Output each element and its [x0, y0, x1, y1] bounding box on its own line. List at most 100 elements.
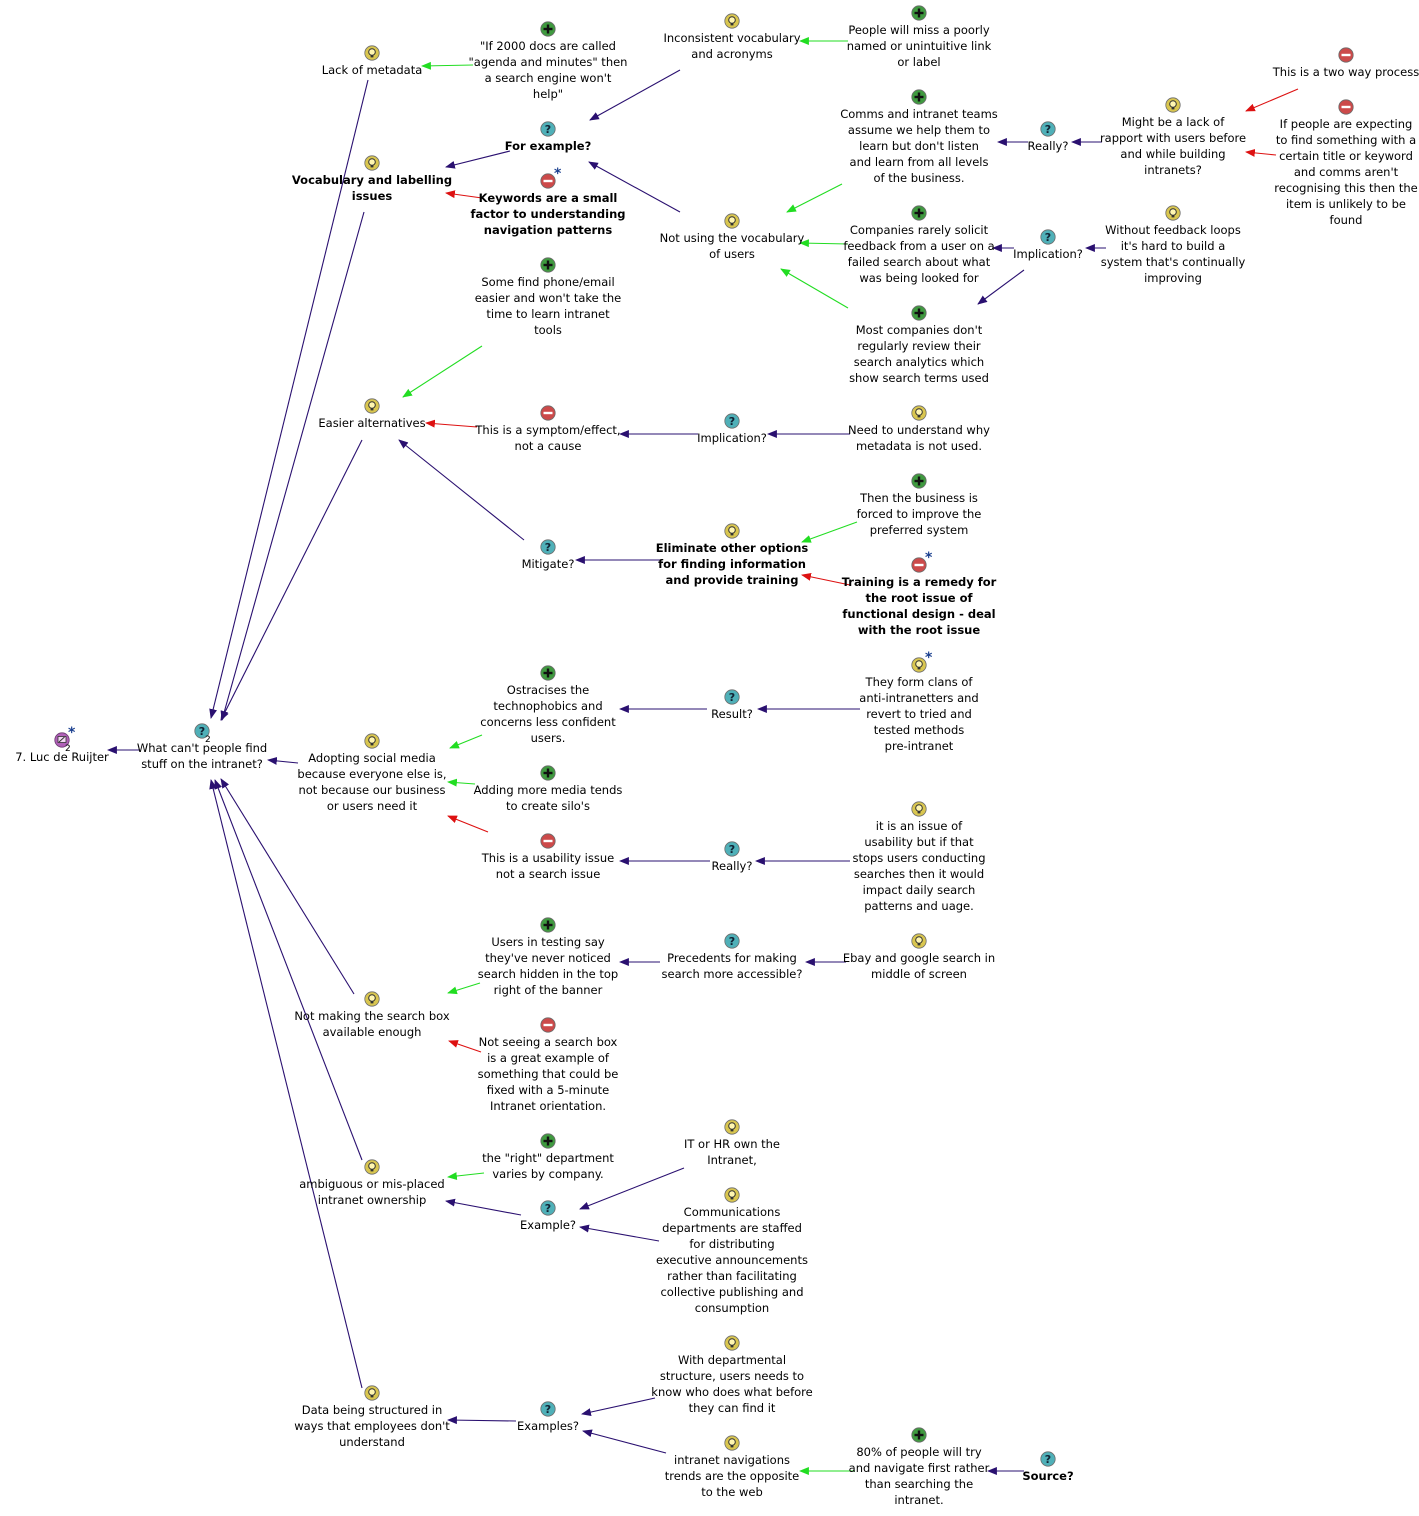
node-searchbox[interactable]: Not making the search box available enou… — [294, 991, 450, 1039]
minus-icon[interactable] — [1338, 47, 1354, 63]
plus-icon[interactable] — [911, 89, 927, 105]
question-mark-icon[interactable]: ? — [724, 841, 740, 857]
link-dept-to-examples[interactable] — [581, 1397, 656, 1416]
link-incons-to-forex[interactable] — [589, 69, 681, 121]
link-ostr-to-social[interactable] — [449, 734, 483, 749]
lightbulb-icon[interactable] — [724, 13, 740, 29]
minus-icon[interactable] — [540, 833, 556, 849]
question-mark-icon[interactable]: ? — [1040, 1451, 1056, 1467]
node-needund[interactable]: Need to understand why metadata is not u… — [848, 405, 990, 453]
node-impl1[interactable]: ?Implication? — [1013, 229, 1083, 261]
link-testing-to-searchbox[interactable] — [447, 982, 481, 995]
lightbulb-icon[interactable] — [911, 933, 927, 949]
node-ebay[interactable]: Ebay and google search in middle of scre… — [843, 933, 995, 981]
question-mark-icon[interactable]: ? — [1040, 229, 1056, 245]
node-preced[interactable]: ?Precedents for making search more acces… — [662, 933, 802, 981]
plus-icon[interactable] — [911, 1427, 927, 1443]
lightbulb-icon[interactable] — [364, 155, 380, 171]
link-twoway-to-rapport[interactable] — [1245, 88, 1299, 112]
lightbulb-icon[interactable] — [364, 45, 380, 61]
lightbulb-icon[interactable] — [364, 1159, 380, 1175]
link-data-to-q[interactable] — [209, 779, 363, 1389]
node-meta[interactable]: Lack of metadata — [322, 45, 422, 77]
plus-icon[interactable] — [911, 205, 927, 221]
question-mark-icon[interactable]: ? — [540, 1200, 556, 1216]
lightbulb-icon[interactable] — [911, 801, 927, 817]
node-incons[interactable]: Inconsistent vocabulary and acronyms — [663, 13, 801, 61]
node-source[interactable]: ?Source? — [1022, 1451, 1074, 1483]
link-notusing-to-forex[interactable] — [588, 161, 681, 213]
plus-icon[interactable] — [911, 305, 927, 321]
link-example-to-owner[interactable] — [445, 1198, 522, 1216]
node-ostr[interactable]: Ostracises the technophobics and concern… — [480, 665, 616, 745]
node-impl2[interactable]: ?Implication? — [697, 413, 767, 445]
node-really2[interactable]: ?Really? — [712, 841, 752, 873]
lightbulb-icon[interactable] — [724, 1119, 740, 1135]
node-vocab[interactable]: Vocabulary and labelling issues — [292, 155, 452, 203]
node-notsee[interactable]: Not seeing a search box is a great examp… — [478, 1017, 618, 1113]
node-usab[interactable]: This is a usability issue not a search i… — [482, 833, 614, 881]
node-easier[interactable]: Easier alternatives — [318, 398, 426, 430]
minus-icon[interactable] — [911, 557, 927, 573]
question-mark-icon[interactable]: ? — [1040, 121, 1056, 137]
node-testing[interactable]: Users in testing say they've never notic… — [478, 917, 618, 997]
link-symptom-to-easier[interactable] — [425, 419, 478, 428]
node-right[interactable]: the "right" department varies by company… — [482, 1133, 614, 1181]
link-social-to-q[interactable] — [267, 756, 299, 765]
link-kw-to-vocab[interactable] — [445, 190, 483, 199]
node-meta_p[interactable]: "If 2000 docs are called "agenda and min… — [469, 21, 627, 101]
node-training[interactable]: *Training is a remedy for the root issue… — [842, 551, 997, 637]
node-data[interactable]: Data being structured in ways that emplo… — [294, 1385, 450, 1449]
lightbulb-icon[interactable] — [911, 657, 927, 673]
lightbulb-icon[interactable] — [364, 991, 380, 1007]
node-example[interactable]: ?Example? — [520, 1200, 576, 1232]
node-expect[interactable]: If people are expecting to find somethin… — [1274, 99, 1418, 227]
link-solicit-to-notusing[interactable] — [799, 239, 849, 248]
lightbulb-icon[interactable] — [724, 523, 740, 539]
lightbulb-icon[interactable] — [364, 398, 380, 414]
question-mark-icon[interactable]: ? — [540, 121, 556, 137]
question-mark-icon[interactable]: ? — [540, 1401, 556, 1417]
plus-icon[interactable] — [540, 257, 556, 273]
node-solicit[interactable]: Companies rarely solicit feedback from a… — [843, 205, 995, 285]
node-silos[interactable]: Adding more media tends to create silo's — [474, 765, 622, 813]
minus-icon[interactable] — [540, 173, 556, 189]
link-expect-to-rapport[interactable] — [1245, 148, 1277, 157]
question-mark-icon[interactable]: ? — [724, 933, 740, 949]
link-then-to-elim[interactable] — [801, 521, 858, 543]
link-commdep-to-example[interactable] — [579, 1224, 660, 1242]
lightbulb-icon[interactable] — [724, 1335, 740, 1351]
plus-icon[interactable] — [540, 665, 556, 681]
node-examples[interactable]: ?Examples? — [517, 1401, 579, 1433]
lightbulb-icon[interactable] — [364, 1385, 380, 1401]
node-result[interactable]: ?Result? — [711, 689, 753, 721]
node-notusing[interactable]: Not using the vocabulary of users — [660, 213, 804, 261]
question-mark-icon[interactable]: ? — [540, 539, 556, 555]
node-forex[interactable]: ?For example? — [505, 121, 591, 153]
node-ithr[interactable]: IT or HR own the Intranet, — [684, 1119, 780, 1167]
link-analytics-to-notusing[interactable] — [780, 268, 849, 309]
node-owner[interactable]: ambiguous or mis-placed intranet ownersh… — [299, 1159, 445, 1207]
link-right-to-owner[interactable] — [447, 1172, 485, 1180]
map-node-icon[interactable] — [54, 732, 70, 748]
question-mark-icon[interactable]: ? — [724, 413, 740, 429]
node-miss[interactable]: People will miss a poorly named or unint… — [847, 5, 991, 69]
link-impl1-to-analytics[interactable] — [977, 269, 1025, 305]
lightbulb-icon[interactable] — [724, 1187, 740, 1203]
plus-icon[interactable] — [540, 765, 556, 781]
link-trends-to-examples[interactable] — [582, 1429, 667, 1454]
link-owner-to-q[interactable] — [214, 779, 363, 1161]
node-itis[interactable]: it is an issue of usability but if that … — [852, 801, 986, 913]
link-silos-to-social[interactable] — [447, 778, 476, 787]
node-dept[interactable]: With departmental structure, users needs… — [651, 1335, 813, 1415]
link-searchbox-to-q[interactable] — [220, 778, 355, 995]
minus-icon[interactable] — [1338, 99, 1354, 115]
node-elim[interactable]: Eliminate other options for finding info… — [656, 523, 808, 587]
node-really1[interactable]: ?Really? — [1028, 121, 1068, 153]
node-then[interactable]: Then the business is forced to improve t… — [857, 473, 981, 537]
node-comms[interactable]: Comms and intranet teams assume we help … — [840, 89, 998, 185]
link-vocab-to-q[interactable] — [220, 211, 365, 721]
lightbulb-icon[interactable] — [1165, 205, 1181, 221]
